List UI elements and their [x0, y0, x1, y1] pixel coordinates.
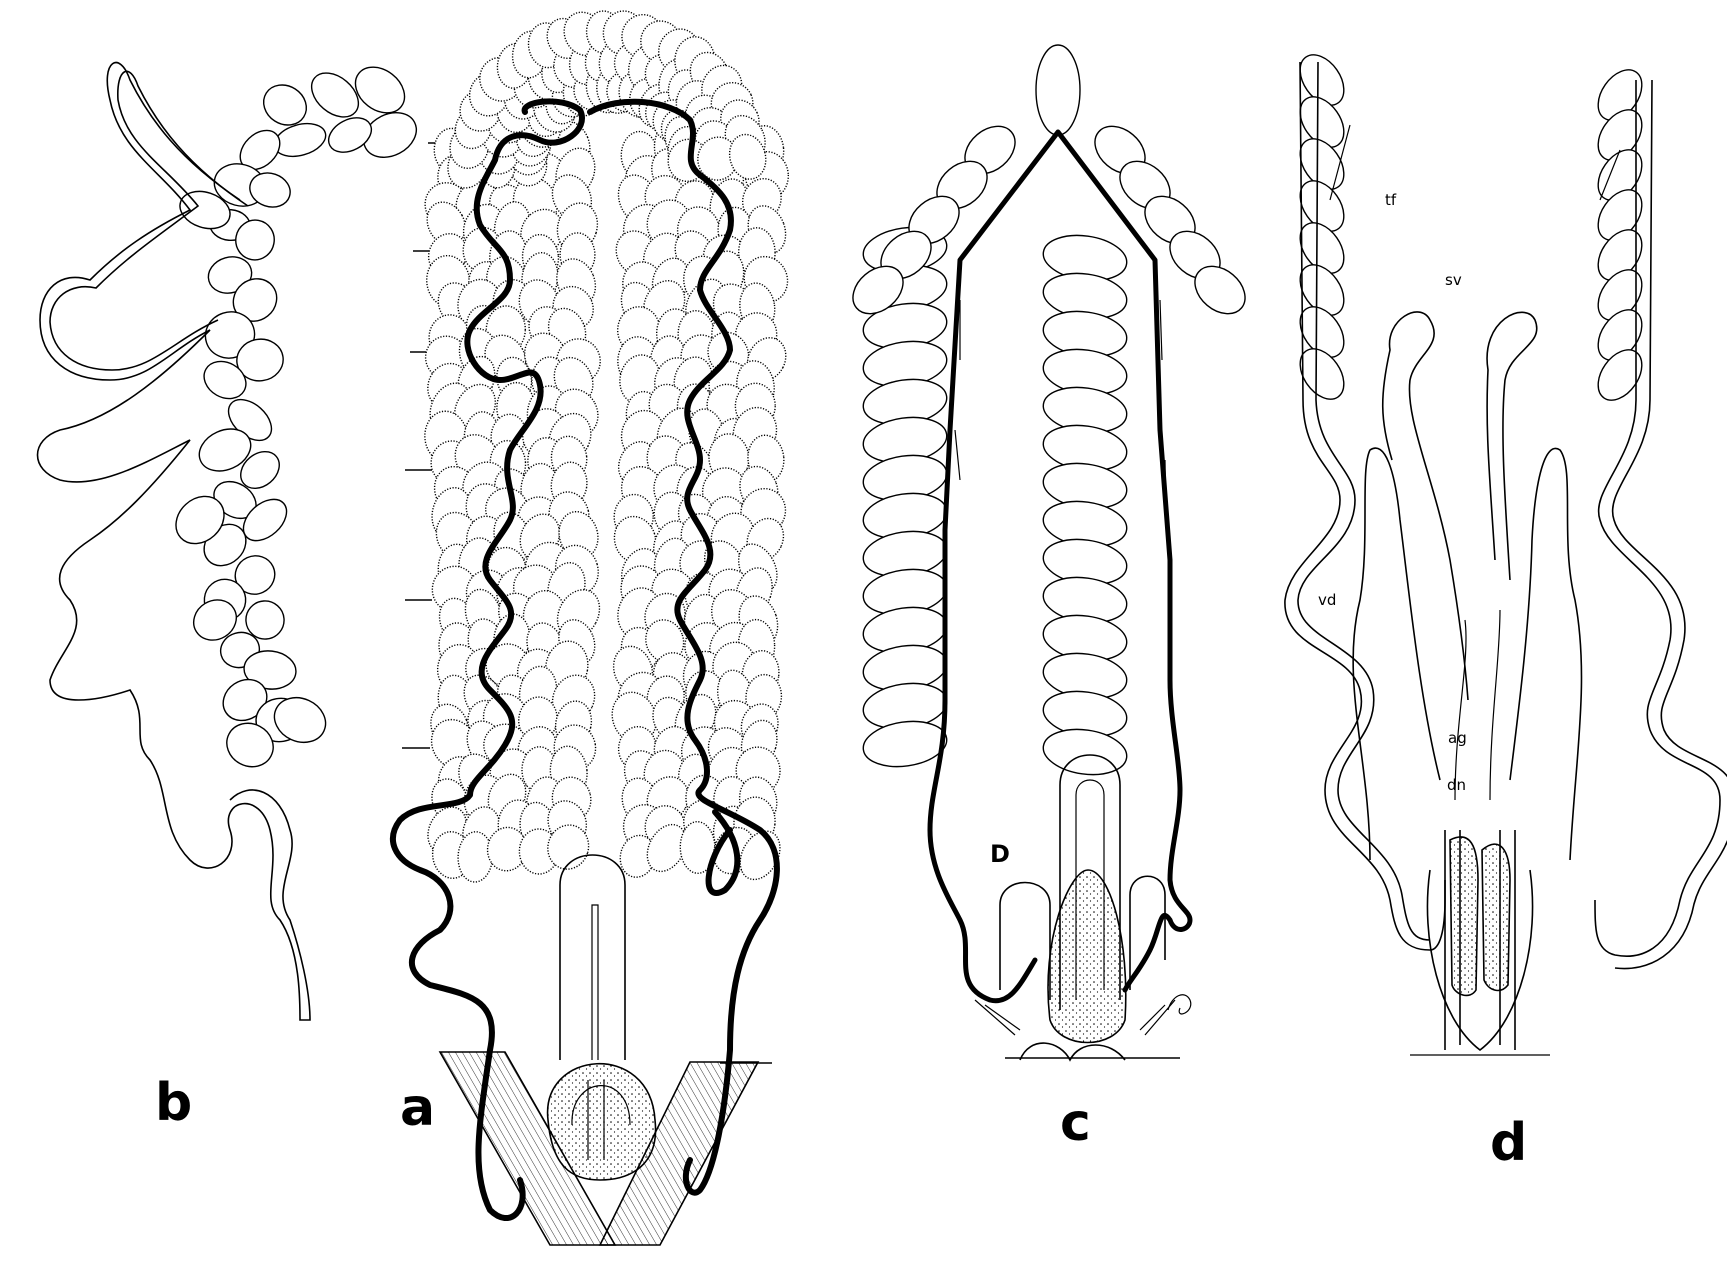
panel-d-seminal-vesicle-right	[1487, 312, 1537, 580]
panel-d-annotation-ag: ag	[1448, 729, 1467, 747]
panel-a-bulb	[548, 1064, 656, 1180]
follicle	[1036, 45, 1080, 135]
follicle	[1589, 342, 1651, 409]
panel-d-annotation-dn: dn	[1447, 776, 1466, 794]
panel-c-annotation-D: D	[990, 840, 1010, 868]
follicle	[1291, 341, 1353, 408]
panel-c-testis-follicles	[844, 45, 1255, 780]
follicle	[1040, 724, 1129, 779]
follicle	[347, 58, 414, 122]
panel-d-seminal-vesicle-left	[1383, 312, 1468, 700]
panel-b-testis-follicles	[166, 58, 424, 775]
follicle	[860, 716, 949, 771]
panel-d-accessory-gland-right	[1510, 448, 1581, 860]
panel-b-label: b	[155, 1073, 192, 1133]
panel-d-accessory-gland-left	[1353, 448, 1440, 860]
panel-d-right-vas-deferens	[1595, 400, 1727, 969]
panel-c-label: c	[1060, 1093, 1091, 1153]
panel-a-testis-follicles	[417, 5, 795, 886]
panel-d-duct-left	[1450, 837, 1478, 995]
panel-d-drawing	[1285, 47, 1727, 1055]
panel-a-drawing	[393, 5, 795, 1245]
panel-d-duct-right	[1482, 844, 1510, 990]
panel-a-label: a	[400, 1078, 435, 1138]
panel-d-testis-follicles	[1291, 47, 1651, 409]
panel-d-annotation-sv: sv	[1445, 271, 1462, 289]
panel-b-drawing	[38, 58, 424, 1020]
panel-c-base	[1005, 1043, 1180, 1060]
panel-d-annotation-vd: vd	[1318, 591, 1336, 609]
panel-d-annotation-tf: tf	[1385, 191, 1397, 209]
panel-c-drawing	[844, 45, 1255, 1060]
panel-d-label: d	[1490, 1113, 1527, 1173]
panel-c-accessory-gland-2	[1000, 883, 1050, 1001]
follicle	[303, 64, 367, 126]
